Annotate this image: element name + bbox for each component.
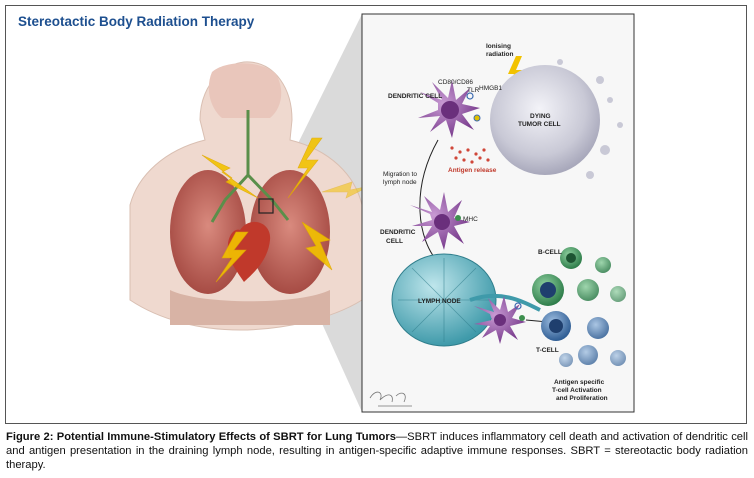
label-activation-line1: Antigen specific <box>554 379 605 386</box>
lightning-icon <box>301 221 333 271</box>
b-cells <box>532 247 626 306</box>
label-dendritic-mid-line2: CELL <box>386 238 403 245</box>
antigen-dots <box>450 146 490 164</box>
caption-bold: Figure 2: Potential Immune-Stimulatory E… <box>6 431 396 443</box>
lightning-icon <box>215 231 249 283</box>
figure-title: Stereotactic Body Radiation Therapy <box>18 14 255 29</box>
left-lung <box>170 170 246 294</box>
tumor-marker <box>258 198 274 214</box>
label-dendritic-mid-line1: DENDRITIC <box>380 229 416 236</box>
label-t-cell: T-CELL <box>536 347 559 354</box>
label-mhc: MHC <box>463 216 478 223</box>
lightning-icon <box>201 154 259 199</box>
label-migration-line1: Migration to <box>383 171 417 178</box>
artist-signature <box>369 391 412 407</box>
label-activation-line2: T-cell Activation <box>552 387 602 394</box>
dendritic-cell-lymph <box>474 296 526 344</box>
dying-tumor-cell <box>490 59 623 179</box>
right-lung <box>250 170 330 294</box>
t-cells <box>541 311 626 367</box>
illustration: Ionising radiation DYING TUMOR CELL CD80… <box>129 13 635 413</box>
dendritic-cell-mid <box>410 192 470 250</box>
label-ionising-line1: Ionising <box>486 43 511 50</box>
label-hmgb1: HMGB1 <box>479 85 503 92</box>
label-cd80: CD80/CD86 <box>438 79 473 86</box>
label-antigen-release: Antigen release <box>448 167 497 174</box>
lymph-node <box>391 253 541 347</box>
label-dendritic-top: DENDRITIC CELL <box>388 93 442 100</box>
label-migration-line2: lymph node <box>383 179 417 186</box>
lightning-icon <box>506 56 522 90</box>
figure-caption: Figure 2: Potential Immune-Stimulatory E… <box>6 430 748 473</box>
label-activation-line3: and Proliferation <box>556 395 608 402</box>
torso-illustration <box>129 61 363 331</box>
migration-arrow <box>419 139 439 263</box>
lightning-icon <box>287 137 323 199</box>
label-lymph-node: LYMPH NODE <box>418 298 461 305</box>
label-ionising-line2: radiation <box>486 51 513 58</box>
label-tlr: TLR <box>467 87 480 94</box>
label-dying-line2: TUMOR CELL <box>518 121 561 128</box>
label-dying-line1: DYING <box>530 113 551 120</box>
label-b-cell: B-CELL <box>538 249 562 256</box>
dendritic-cell-top <box>418 80 481 138</box>
caption-text: —SBRT induces inflammatory cell death an… <box>6 431 748 472</box>
